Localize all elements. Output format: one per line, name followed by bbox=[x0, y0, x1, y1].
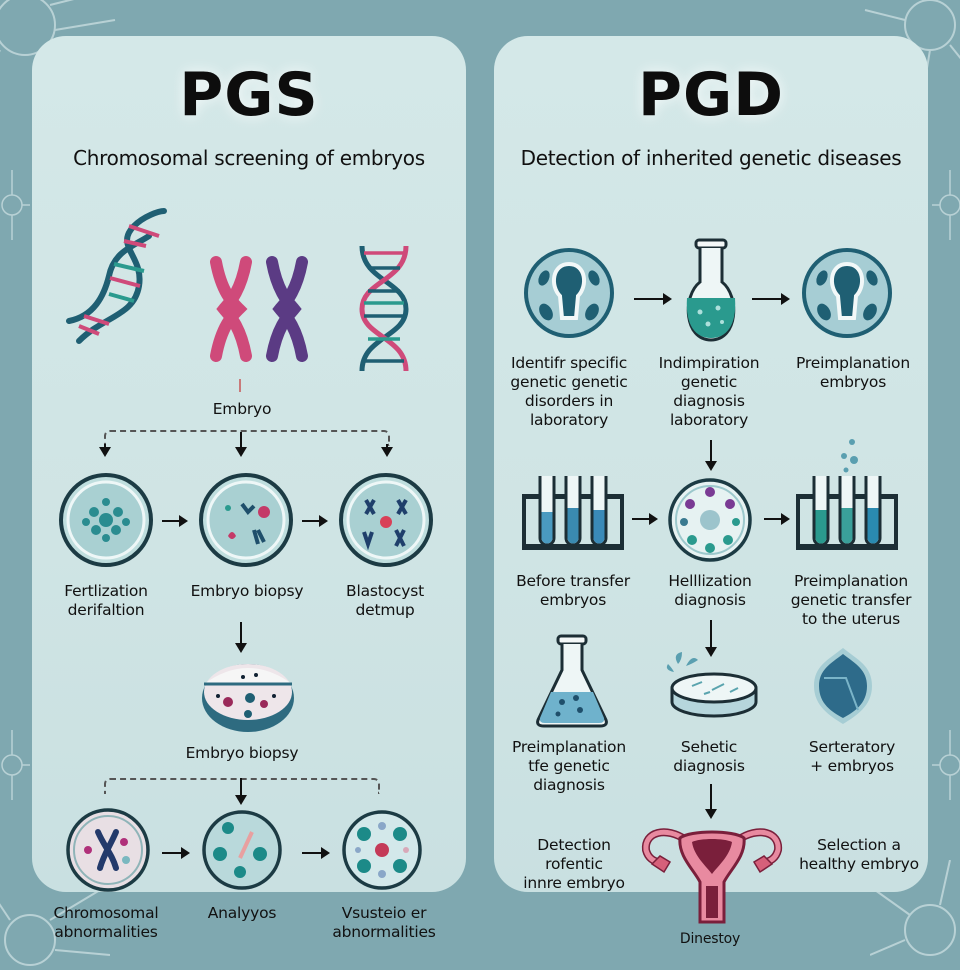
arrow-down-icon bbox=[705, 784, 717, 819]
chromosome-pair-icon bbox=[210, 256, 308, 362]
arrow-down-icon bbox=[99, 444, 111, 457]
cell-fragments-icon bbox=[199, 473, 293, 567]
erlenmeyer-flask-icon bbox=[536, 634, 608, 728]
pgd-panel: PGD Detection of inherited genetic disea… bbox=[494, 36, 928, 947]
pgs-row1-label-3: Blastocyst detmup bbox=[346, 582, 424, 619]
petri-dish-icon bbox=[666, 652, 758, 718]
pgs-subtitle: Chromosomal screening of embryos bbox=[73, 146, 425, 170]
uterus-icon bbox=[641, 828, 783, 924]
petri-dish-icon bbox=[202, 664, 294, 732]
pgd-row3-label-3: Serteratory + embryos bbox=[808, 738, 896, 775]
pgs-panel: PGS Chromosomal screening of embryos Emb… bbox=[32, 36, 466, 941]
pgd-row1-label-2: Indimpiration genetic diagnosis laborato… bbox=[658, 354, 760, 429]
pgd-row2-label-2: Helllization diagnosis bbox=[668, 572, 752, 609]
virus-decoration-icon bbox=[0, 0, 116, 56]
pgd-bottom-center-label: Dinestoy bbox=[679, 931, 741, 947]
virus-decoration-icon bbox=[932, 730, 960, 800]
arrow-right-icon bbox=[634, 293, 672, 305]
arrow-down-icon bbox=[381, 444, 393, 457]
cell-chromosomes-icon bbox=[339, 473, 433, 567]
pgd-row2-label-3: Preimplanation genetic transfer to the u… bbox=[790, 572, 912, 628]
pgs-row1-label-1: Fertlization derifaltion bbox=[64, 582, 148, 619]
virus-decoration-icon bbox=[870, 860, 956, 956]
pgs-title: PGS bbox=[179, 60, 319, 130]
chromosome-cell-icon bbox=[66, 808, 150, 892]
arrow-down-icon bbox=[705, 440, 717, 471]
arrow-right-icon bbox=[632, 513, 658, 525]
pgs-row2-label-2: Analyyos bbox=[207, 904, 277, 922]
virus-decoration-icon bbox=[1, 170, 30, 240]
pgd-row3-label-2: Sehetic diagnosis bbox=[673, 738, 745, 775]
pgs-row2-label-1: Chromosomal abnormalities bbox=[53, 904, 159, 941]
cell-dots-icon bbox=[668, 478, 752, 562]
embryo-crystal-icon bbox=[814, 648, 872, 724]
arrow-down-icon bbox=[235, 778, 247, 805]
pgs-row2-label-3: Vsusteio er abnormalities bbox=[332, 904, 436, 941]
pgs-row1-label-2: Embryo biopsy bbox=[190, 582, 304, 600]
arrow-down-icon bbox=[235, 432, 247, 457]
test-tube-rack-icon bbox=[522, 476, 624, 550]
cell-ring-icon bbox=[342, 810, 422, 890]
arrow-right-icon bbox=[302, 847, 330, 859]
pgd-title: PGD bbox=[637, 60, 785, 130]
arrow-right-icon bbox=[302, 515, 328, 527]
pgd-row1-label-3: Preimplanation embryos bbox=[796, 354, 910, 391]
pgd-bottom-right-label: Selection a healthy embryo bbox=[799, 836, 919, 873]
virus-decoration-icon bbox=[932, 170, 960, 240]
test-tube-rack-icon bbox=[796, 476, 898, 550]
embryo-label: Embryo bbox=[212, 400, 272, 418]
arrow-right-icon bbox=[764, 513, 790, 525]
dna-helix-icon bbox=[66, 208, 167, 344]
pgd-bottom-left-label: Detection rofentic innre embryo bbox=[523, 836, 625, 892]
arrow-down-icon bbox=[235, 622, 247, 653]
cell-nucleus-icon bbox=[802, 248, 892, 338]
pgd-row3-label-1: Preimplanation tfe genetic diagnosis bbox=[512, 738, 626, 794]
cell-nucleus-icon bbox=[524, 248, 614, 338]
dashed-branch-connector bbox=[104, 430, 390, 446]
dna-helix-icon bbox=[359, 245, 409, 372]
pgd-row1-label-1: Identifr specific genetic genetic disord… bbox=[510, 354, 628, 429]
arrow-right-icon bbox=[162, 847, 190, 859]
pgd-row2-label-1: Before transfer embryos bbox=[516, 572, 630, 609]
arrow-right-icon bbox=[752, 293, 790, 305]
arrow-down-icon bbox=[705, 620, 717, 657]
pgd-subtitle: Detection of inherited genetic diseases bbox=[520, 146, 902, 170]
arrow-right-icon bbox=[162, 515, 188, 527]
bubbles-icon bbox=[841, 439, 858, 473]
connector-line bbox=[239, 379, 241, 392]
flask-icon bbox=[686, 238, 736, 342]
cell-cluster-icon bbox=[59, 473, 153, 567]
cell-dots-icon bbox=[202, 810, 282, 890]
pgs-middle-label: Embryo biopsy bbox=[185, 744, 299, 762]
dashed-branch-connector bbox=[104, 778, 380, 794]
virus-decoration-icon bbox=[1, 730, 30, 800]
